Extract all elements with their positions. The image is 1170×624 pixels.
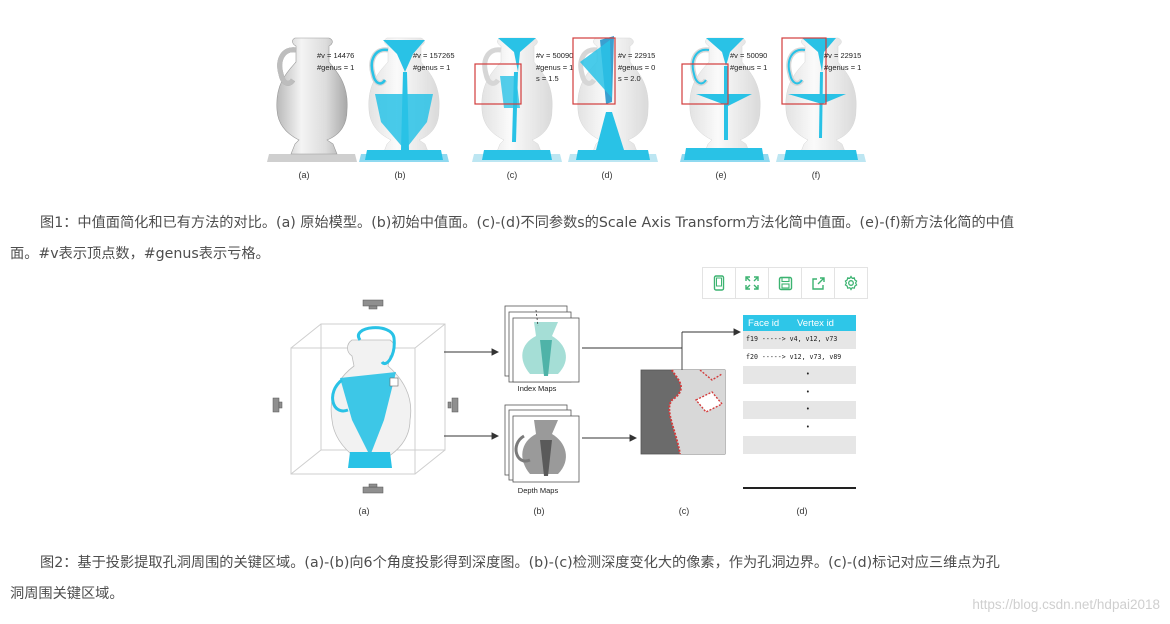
stat-vertices: #v = 50090 bbox=[536, 51, 574, 60]
settings-button[interactable] bbox=[835, 268, 867, 298]
figure-2-caption: 图2：基于投影提取孔洞周围的关键区域。(a)-(b)向6个角度投影得到深度图。(… bbox=[10, 548, 1160, 610]
table-row: • bbox=[743, 366, 856, 384]
panel-label-d: (d) bbox=[601, 170, 613, 180]
save-button[interactable] bbox=[769, 268, 802, 298]
fig2-label-c: (c) bbox=[678, 506, 690, 516]
camera-icons bbox=[272, 299, 459, 494]
table-row: • bbox=[805, 422, 810, 431]
table-row: f20 -----> v12, v73, v89 bbox=[746, 352, 842, 361]
table-row: • bbox=[743, 401, 856, 419]
table-row: • bbox=[805, 387, 810, 396]
fig2-label-a: (a) bbox=[358, 506, 370, 516]
share-icon bbox=[811, 276, 825, 290]
table-header: Face id Vertex id bbox=[743, 315, 856, 331]
caption-line-1: 图1：中值面简化和已有方法的对比。(a) 原始模型。(b)初始中值面。(c)-(… bbox=[40, 215, 1015, 231]
stat-genus: #genus = 0 bbox=[618, 62, 656, 72]
index-maps-label: Index Maps bbox=[517, 384, 557, 393]
depth-maps-stack bbox=[504, 404, 580, 483]
figure-2: Index Maps Depth Maps bbox=[0, 290, 1170, 520]
tablet-button[interactable] bbox=[703, 268, 736, 298]
save-icon bbox=[778, 276, 792, 290]
face-vertex-table: Face id Vertex id f19 -----> v4, v12, v7… bbox=[743, 315, 856, 489]
panel-a-original-model: #v = 14476 #genus = 1 bbox=[265, 32, 357, 167]
column-face-id: Face id bbox=[748, 317, 780, 329]
panel-label-b: (b) bbox=[394, 170, 406, 180]
figure-1: #v = 14476 #genus = 1 (a) #v = 157265 #gen… bbox=[0, 0, 1170, 190]
stat-genus: #genus = 1 bbox=[317, 62, 355, 72]
stat-param-s: s = 2.0 bbox=[618, 74, 641, 83]
stat-vertices: #v = 157265 bbox=[413, 51, 455, 60]
caption-line-1: 图2：基于投影提取孔洞周围的关键区域。(a)-(b)向6个角度投影得到深度图。(… bbox=[40, 555, 1000, 571]
stat-genus: #genus = 1 bbox=[824, 62, 862, 72]
panel-b-initial-medial: #v = 157265 #genus = 1 bbox=[357, 32, 455, 167]
fig2-label-d: (d) bbox=[796, 506, 808, 516]
stat-param-s: s = 1.5 bbox=[536, 74, 559, 83]
table-row bbox=[743, 454, 856, 472]
share-button[interactable] bbox=[802, 268, 835, 298]
panel-f-new-method: #v = 22915 #genus = 1 bbox=[774, 32, 866, 167]
panel-label-a: (a) bbox=[298, 170, 310, 180]
panel-label-c: (c) bbox=[506, 170, 518, 180]
depth-maps-label: Depth Maps bbox=[517, 486, 559, 495]
panel-c-sat-1-5: #v = 50090 #genus = 1 s = 1.5 bbox=[470, 32, 573, 167]
stat-vertices: #v = 22915 bbox=[618, 51, 656, 60]
panel-d-sat-2-0: #v = 22915 #genus = 0 s = 2.0 bbox=[566, 32, 658, 167]
watermark: https://blog.csdn.net/hdpai2018 bbox=[972, 597, 1160, 612]
stat-genus: #genus = 1 bbox=[536, 62, 574, 72]
table-row: f19 -----> v4, v12, v73 bbox=[743, 331, 856, 349]
panel-e-new-method: #v = 50090 #genus = 1 bbox=[678, 32, 770, 167]
stat-genus: #genus = 1 bbox=[730, 62, 768, 72]
stat-vertices: #v = 50090 bbox=[730, 51, 768, 60]
index-maps-stack bbox=[504, 305, 580, 383]
image-toolbar bbox=[702, 267, 868, 299]
depth-edge-map bbox=[640, 369, 726, 455]
stat-genus: #genus = 1 bbox=[413, 62, 451, 72]
column-vertex-id: Vertex id bbox=[797, 317, 834, 329]
table-row bbox=[743, 436, 856, 454]
figure-1-caption: 图1：中值面简化和已有方法的对比。(a) 原始模型。(b)初始中值面。(c)-(… bbox=[10, 208, 1160, 270]
stat-vertices: #v = 22915 bbox=[824, 51, 862, 60]
vase-model bbox=[330, 326, 412, 468]
panel-label-e: (e) bbox=[715, 170, 727, 180]
caption-line-2: 面。#v表示顶点数，#genus表示亏格。 bbox=[10, 246, 270, 262]
fullscreen-button[interactable] bbox=[736, 268, 769, 298]
stat-vertices: #v = 14476 bbox=[317, 51, 355, 60]
panel-label-f: (f) bbox=[811, 170, 821, 180]
tablet-icon bbox=[713, 275, 725, 291]
fullscreen-icon bbox=[745, 276, 759, 290]
table-bottom-rule bbox=[743, 487, 856, 489]
caption-line-2: 洞周围关键区域。 bbox=[10, 586, 124, 602]
settings-icon bbox=[844, 275, 858, 291]
fig2-label-b: (b) bbox=[533, 506, 545, 516]
